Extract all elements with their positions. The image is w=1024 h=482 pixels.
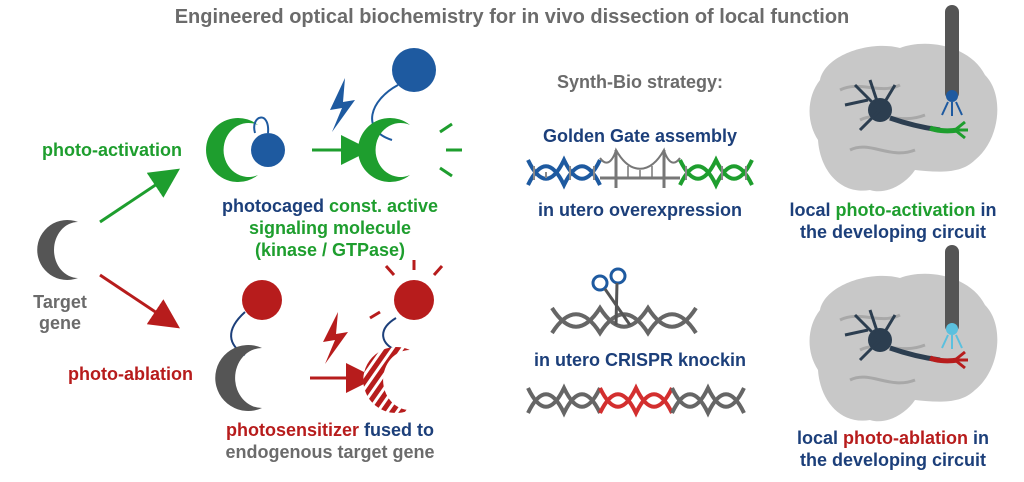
ablation-arrow xyxy=(99,273,180,329)
local-activation-line2: the developing circuit xyxy=(799,222,987,242)
const-active-word: const. active xyxy=(323,196,439,216)
photosensitizer-molecule-icon xyxy=(215,280,282,411)
lightning-bolt-red-icon xyxy=(323,312,348,364)
crispr-dna-icon xyxy=(550,304,698,337)
optical-probe-top-icon xyxy=(941,5,963,116)
photo-activation-word: photo-activation xyxy=(835,200,976,220)
optical-probe-bottom-icon xyxy=(941,245,963,349)
photo-ablation-label: photo-ablation xyxy=(68,364,193,384)
target-gene-crescent-icon xyxy=(37,220,78,281)
in-utero-overexpression-label: in utero overexpression xyxy=(537,200,743,220)
photocaged-molecule-icon xyxy=(206,116,285,183)
neuron-activation-icon xyxy=(844,79,968,140)
photosensitizer-word: photosensitizer xyxy=(225,420,359,440)
in-word: in xyxy=(968,428,989,448)
knockin-dna-icon xyxy=(526,383,746,418)
lightning-bolt-icon xyxy=(330,78,355,132)
in-utero-crispr-label: in utero CRISPR knockin xyxy=(533,350,747,370)
bridge-icon xyxy=(599,147,681,188)
target-gene-label: Target gene xyxy=(33,292,87,333)
golden-gate-dna-icon xyxy=(526,147,754,190)
golden-gate-label: Golden Gate assembly xyxy=(542,126,738,146)
local-activation-line1: local photo-activation in xyxy=(768,200,1018,221)
photocaged-line2: signaling molecule xyxy=(248,218,412,238)
brain-ablation-icon xyxy=(809,273,998,422)
ablated-molecule-icon xyxy=(363,260,444,413)
synth-bio-heading: Synth-Bio strategy: xyxy=(556,72,724,92)
photosensitizer-line2: endogenous target gene xyxy=(225,442,435,462)
fused-to-word: fused to xyxy=(359,420,434,440)
brain-activation-icon xyxy=(809,43,998,192)
photocaged-word: photocaged xyxy=(221,196,324,216)
photosensitizer-line1: photosensitizer fused to xyxy=(200,420,460,441)
local-word: local xyxy=(796,428,844,448)
dna-helix-right-icon xyxy=(678,155,754,190)
figure-title: Engineered optical biochemistry for in v… xyxy=(174,6,850,28)
photocaged-line1: photocaged const. active xyxy=(200,196,460,217)
dna-helix-left-icon xyxy=(526,155,602,190)
local-ablation-line1: local photo-ablation in xyxy=(768,428,1018,449)
in-word: in xyxy=(975,200,997,220)
local-word: local xyxy=(789,200,836,220)
neuron-ablation-icon xyxy=(844,309,968,370)
photocaged-line3: (kinase / GTPase) xyxy=(254,240,406,260)
scissors-icon xyxy=(591,267,632,326)
photo-ablation-word: photo-ablation xyxy=(843,428,968,448)
local-ablation-line2: the developing circuit xyxy=(799,450,987,470)
photo-activation-label: photo-activation xyxy=(42,140,182,160)
activation-arrow xyxy=(99,168,180,224)
activated-molecule-icon xyxy=(358,48,462,183)
